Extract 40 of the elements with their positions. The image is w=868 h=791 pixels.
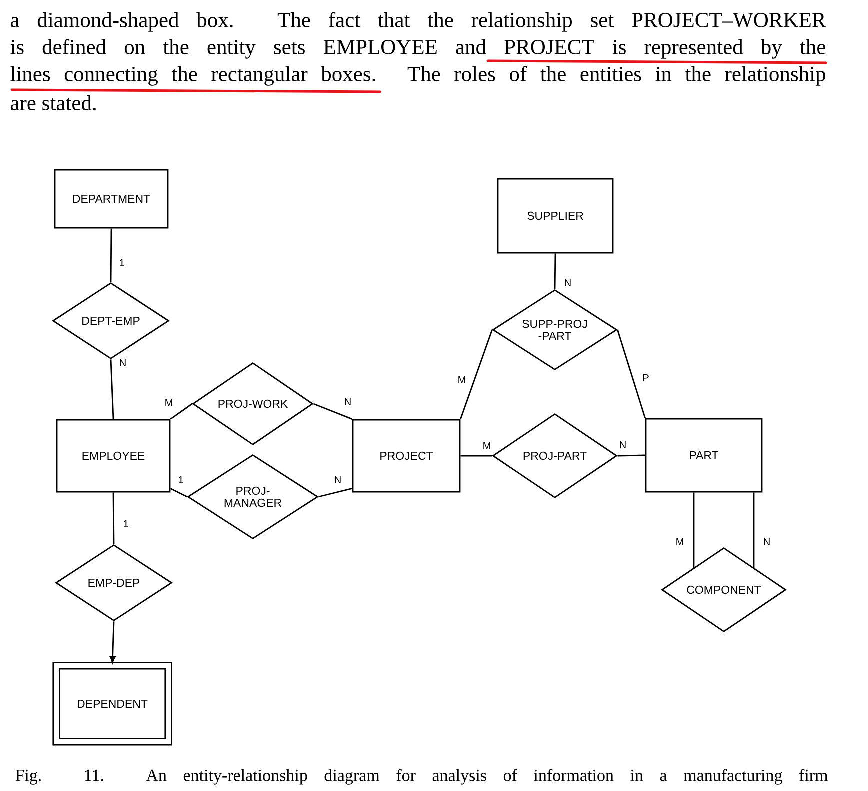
cardinality-label: N — [762, 538, 772, 546]
connector-line — [170, 403, 193, 420]
cardinality-label: M — [456, 376, 468, 384]
connector-line — [318, 488, 352, 498]
cardinality-label: 1 — [177, 476, 185, 484]
connector-line — [753, 492, 755, 569]
connector-line — [554, 254, 556, 290]
figure-caption: Fig. 11. An entity-relationship diagram for analysis of information in a manufacturing firm — [16, 769, 828, 785]
text-line: a diamond-shaped box. The fact that the relationship set PROJECT–WORKER — [10, 12, 826, 32]
cardinality-label: N — [118, 358, 128, 368]
connector-line — [110, 228, 112, 282]
connector-line — [618, 454, 646, 457]
cardinality-label: N — [333, 476, 343, 484]
connector-line — [693, 492, 695, 569]
connector-line — [313, 403, 353, 420]
cardinality-label: N — [343, 398, 353, 406]
text-line: is defined on the entity sets EMPLOYEE and PROJECT is represented by the — [10, 39, 826, 59]
cardinality-label: M — [674, 538, 686, 546]
connector-line — [170, 488, 188, 498]
entity-box: PROJECT — [352, 419, 461, 493]
cardinality-label: P — [642, 374, 650, 382]
cardinality-label: N — [563, 278, 573, 288]
text-line: are stated. — [10, 95, 96, 111]
cardinality-label: M — [164, 398, 174, 408]
cardinality-label: 1 — [122, 520, 130, 528]
connector-line — [617, 330, 646, 418]
cardinality-label: 1 — [118, 258, 126, 268]
entity-box: EMPLOYEE — [56, 419, 171, 493]
text-line: lines connecting the rectangular boxes. The roles of the entities in the relationship — [10, 66, 826, 86]
cardinality-label: M — [482, 442, 492, 450]
weak-entity-box: DEPENDENT — [52, 662, 172, 746]
connector-line — [110, 360, 114, 420]
entity-box: SUPPLIER — [497, 178, 614, 254]
connector-line — [460, 330, 493, 420]
connector-line — [460, 455, 492, 457]
entity-box: PART — [645, 418, 763, 493]
connector-line — [110, 622, 116, 664]
cardinality-label: N — [618, 440, 628, 450]
entity-box: DEPARTMENT — [54, 169, 169, 229]
connector-line — [112, 492, 115, 544]
